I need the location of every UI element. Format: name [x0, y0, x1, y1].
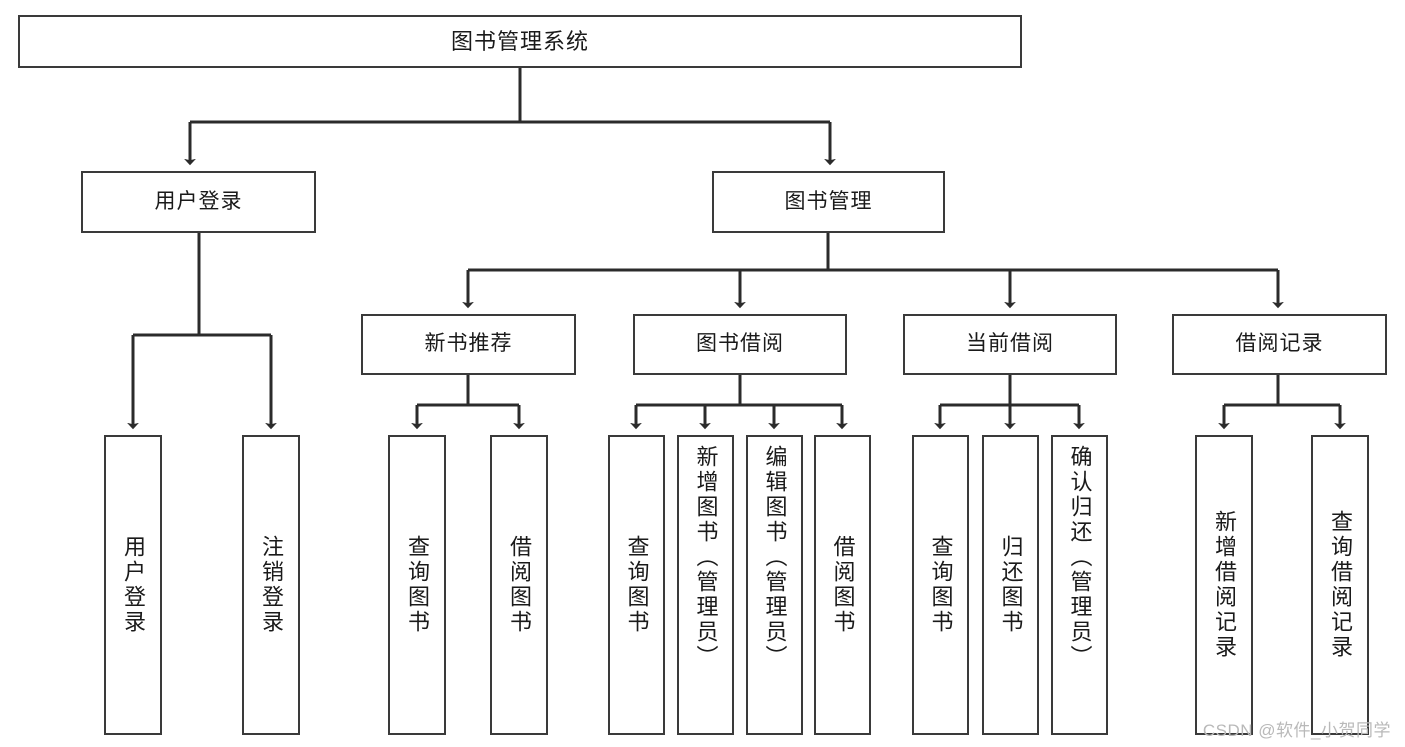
node-label: 用户登录	[154, 189, 243, 213]
node-label: 借阅记录	[1235, 332, 1324, 356]
node-current-borrow[interactable]: 当前借阅	[903, 314, 1117, 375]
node-user-login[interactable]: 用户登录	[81, 171, 316, 233]
leaf-book-borrow-query-book[interactable]: 查询图书	[608, 435, 665, 735]
leaf-borrow-record-add-record[interactable]: 新增借阅记录	[1195, 435, 1253, 735]
node-label: 归还图书	[998, 535, 1024, 635]
node-label: 查询图书	[928, 535, 954, 635]
leaf-new-book-borrow-book[interactable]: 借阅图书	[490, 435, 548, 735]
node-label: 确认归还（管理员）	[1067, 445, 1093, 670]
node-label: 图书借阅	[696, 332, 784, 356]
node-book-management[interactable]: 图书管理	[712, 171, 945, 233]
node-label: 注销登录	[259, 535, 284, 635]
node-label: 新增借阅记录	[1212, 510, 1237, 660]
leaf-book-borrow-borrow-book[interactable]: 借阅图书	[814, 435, 871, 735]
node-label: 新增图书（管理员）	[693, 445, 719, 670]
node-label: 编辑图书（管理员）	[762, 445, 788, 670]
node-label: 查询图书	[624, 535, 650, 635]
leaf-current-borrow-confirm-return-admin[interactable]: 确认归还（管理员）	[1051, 435, 1108, 735]
node-label: 图书管理系统	[450, 28, 589, 54]
leaf-book-borrow-edit-book-admin[interactable]: 编辑图书（管理员）	[746, 435, 803, 735]
node-label: 查询图书	[405, 535, 430, 635]
node-root-book-management-system[interactable]: 图书管理系统	[18, 15, 1022, 68]
node-new-book-recommend[interactable]: 新书推荐	[361, 314, 576, 375]
leaf-user-login-logout[interactable]: 注销登录	[242, 435, 300, 735]
node-book-borrow[interactable]: 图书借阅	[633, 314, 847, 375]
node-label: 当前借阅	[966, 332, 1054, 356]
node-borrow-record[interactable]: 借阅记录	[1172, 314, 1387, 375]
node-label: 借阅图书	[507, 535, 532, 635]
leaf-user-login-login[interactable]: 用户登录	[104, 435, 162, 735]
node-label: 新书推荐	[424, 332, 513, 356]
node-label: 图书管理	[784, 189, 873, 213]
leaf-current-borrow-query-book[interactable]: 查询图书	[912, 435, 969, 735]
leaf-current-borrow-return-book[interactable]: 归还图书	[982, 435, 1039, 735]
node-label: 查询借阅记录	[1328, 510, 1353, 660]
node-label: 用户登录	[121, 535, 146, 635]
leaf-book-borrow-add-book-admin[interactable]: 新增图书（管理员）	[677, 435, 734, 735]
csdn-watermark: CSDN @软件_小贺同学	[1202, 721, 1391, 740]
node-label: 借阅图书	[830, 535, 856, 635]
leaf-borrow-record-query-record[interactable]: 查询借阅记录	[1311, 435, 1369, 735]
leaf-new-book-query-book[interactable]: 查询图书	[388, 435, 446, 735]
